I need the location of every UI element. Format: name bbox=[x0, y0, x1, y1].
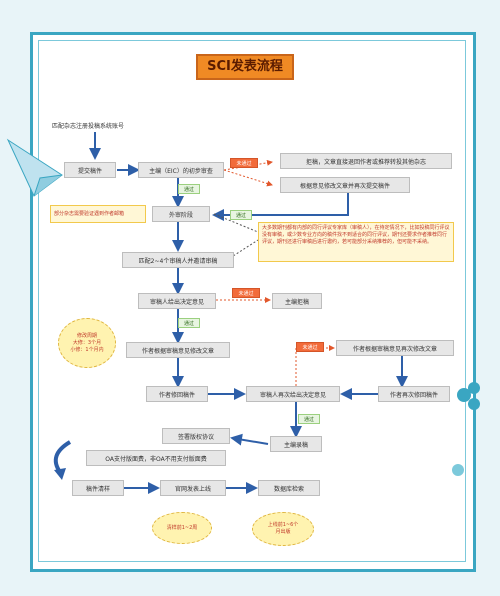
node-fee: OA支付版面费，非OA不用支付版面费 bbox=[86, 450, 226, 466]
node-reviewer-again: 审稿人再次给出决定意见 bbox=[246, 386, 340, 402]
node-reject: 主编拒稿 bbox=[272, 293, 322, 309]
page-title: SCI发表流程 bbox=[196, 54, 294, 80]
left-note: 部分杂志需要验证遇到作者邮箱 bbox=[50, 205, 146, 223]
cloud-online-period: 上线前1~6个 月出版 bbox=[252, 512, 314, 546]
tag-pass: 通过 bbox=[298, 414, 320, 424]
node-author-return2: 作者再次修回稿件 bbox=[378, 386, 450, 402]
cloud-text: 清样前1~2周 bbox=[166, 524, 198, 531]
node-online: 官网发表上线 bbox=[160, 480, 226, 496]
cloud-text: 修改周期 bbox=[76, 332, 97, 339]
node-submit: 提交稿件 bbox=[64, 162, 116, 178]
cloud-text: 小修：1个月内 bbox=[70, 346, 104, 353]
node-external: 外审阶段 bbox=[152, 206, 210, 222]
tag-not-pass: 未通过 bbox=[232, 288, 260, 298]
node-revise-resubmit: 根据意见修改文章并再次提交稿件 bbox=[280, 177, 410, 193]
node-invite: 匹配2~4个审稿人并邀请审稿 bbox=[122, 252, 234, 268]
cloud-proof-period: 清样前1~2周 bbox=[152, 512, 212, 544]
tag-pass: 通过 bbox=[230, 210, 252, 220]
cloud-revise-period: 修改周期 大修：3个月 小修：1个月内 bbox=[58, 318, 116, 368]
node-author-return: 作者修回稿件 bbox=[146, 386, 208, 402]
hook-arrow-icon bbox=[53, 440, 72, 474]
cloud-text: 大修：3个月 bbox=[72, 339, 102, 346]
node-reject-transfer: 拒稿，文章直接退回作者或推荐转投其他杂志 bbox=[280, 153, 452, 169]
flower-decoration-icon bbox=[452, 382, 480, 476]
tag-not-pass: 未通过 bbox=[296, 342, 324, 352]
node-copyright: 签署版权协议 bbox=[162, 428, 230, 444]
node-index: 数据库检索 bbox=[258, 480, 320, 496]
node-accept: 主编录稿 bbox=[270, 436, 322, 452]
right-note: 大多数期刊都有内部的同行评议专家库（审稿人），在待定情况下，比如投稿同行评议没有… bbox=[258, 222, 454, 262]
node-proof: 稿件清样 bbox=[72, 480, 124, 496]
node-match: 匹配杂志注册投稿系统账号 bbox=[52, 118, 152, 132]
tag-not-pass: 未通过 bbox=[230, 158, 258, 168]
node-eic: 主编（EIC）的初步审查 bbox=[138, 162, 224, 178]
paper-plane-icon bbox=[6, 138, 63, 197]
node-reviewer-decision: 审稿人给出决定意见 bbox=[138, 293, 216, 309]
node-author-revise: 作者根据审稿意见修改文章 bbox=[126, 342, 230, 358]
cloud-text: 月出版 bbox=[275, 529, 291, 535]
tag-pass: 通过 bbox=[178, 184, 200, 194]
tag-pass: 通过 bbox=[178, 318, 200, 328]
node-author-revise2: 作者根据审稿意见再次修改文章 bbox=[336, 340, 454, 356]
cloud-text: 上线前1~6个 bbox=[267, 522, 299, 528]
